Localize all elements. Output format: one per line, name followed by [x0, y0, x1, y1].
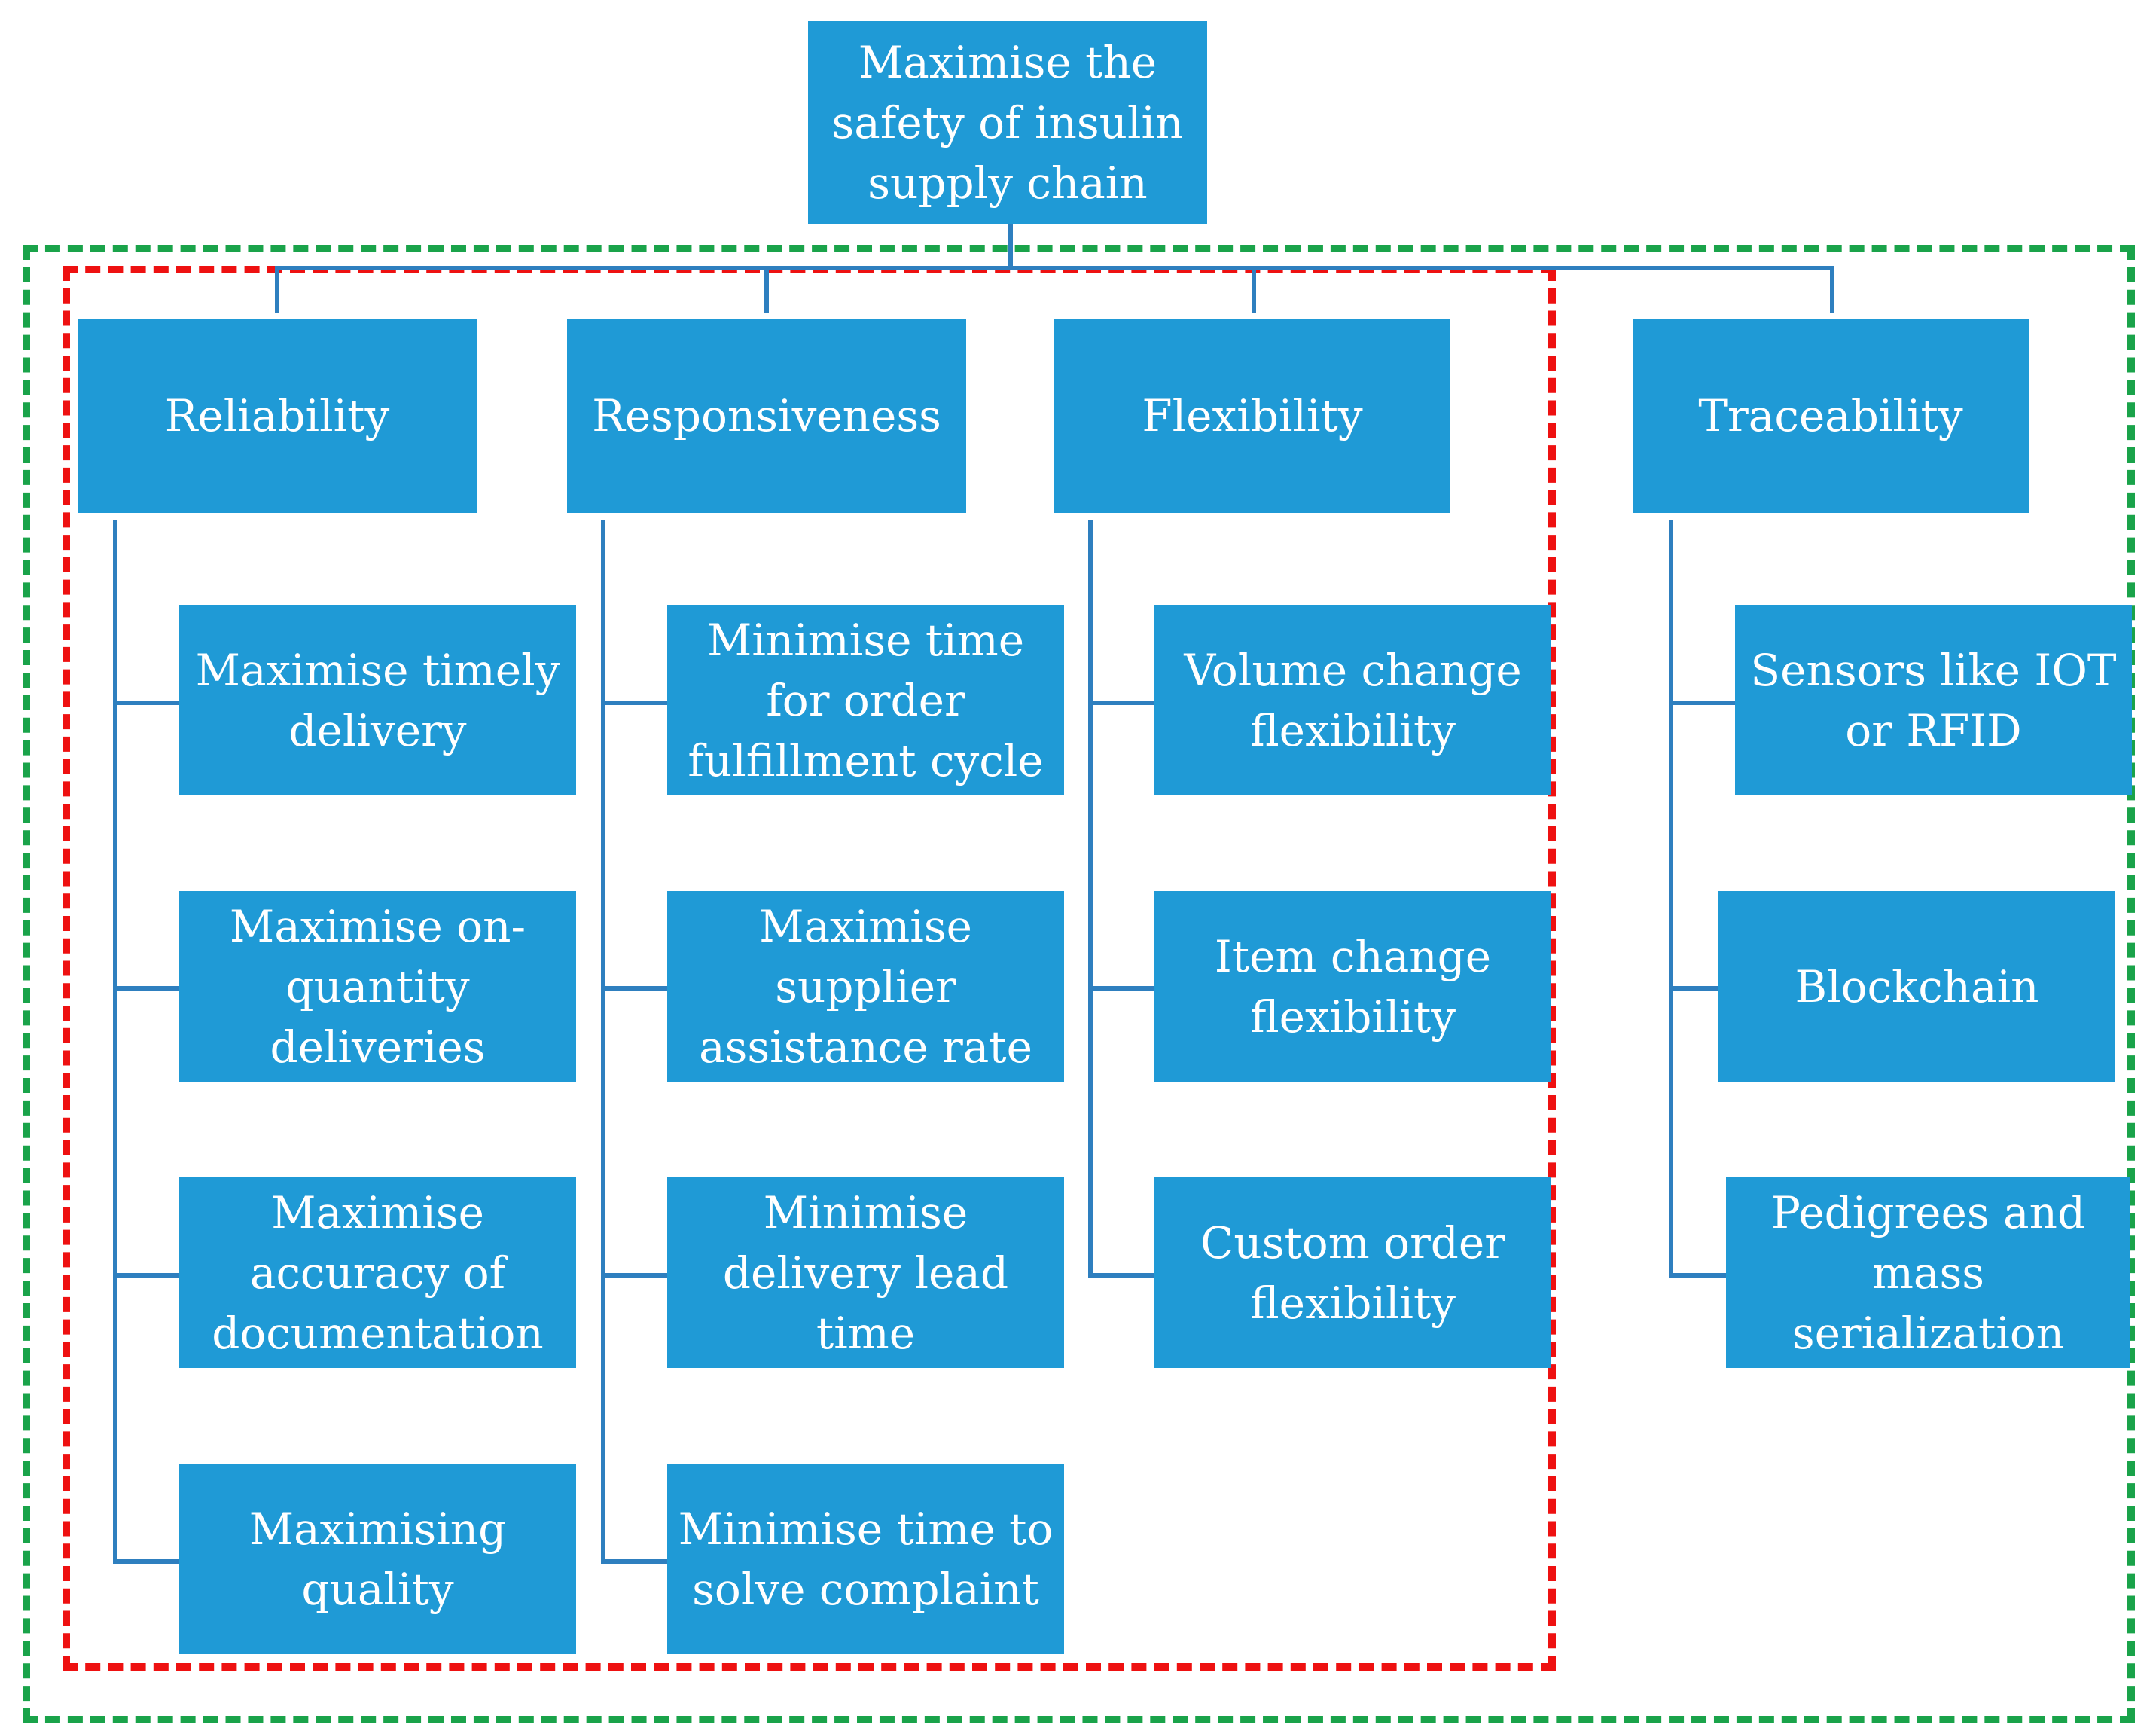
- flexibility-metric-box: Item change flexibility: [1154, 891, 1551, 1082]
- flexibility-branch-tick: [1088, 1273, 1154, 1278]
- responsiveness-metric-label: Minimise delivery lead time: [722, 1186, 1009, 1359]
- responsiveness-metric-box: Maximise supplier assistance rate: [667, 891, 1064, 1082]
- reliability-branch-tick: [113, 701, 179, 705]
- responsiveness-branch-tick: [601, 986, 667, 991]
- green-dashed-group-frame: [23, 245, 2135, 1723]
- traceability-branch-tick: [1669, 986, 1718, 991]
- traceability-branch-tick: [1669, 1273, 1726, 1278]
- category-drop-traceability: [1830, 266, 1834, 313]
- responsiveness-branch-spine: [601, 520, 605, 1564]
- category-reliability-label: Reliability: [164, 390, 390, 441]
- traceability-metric-label: Sensors like IOT or RFID: [1750, 644, 2117, 756]
- flexibility-metric-box: Custom order flexibility: [1154, 1177, 1551, 1368]
- responsiveness-metric-box: Minimise delivery lead time: [667, 1177, 1064, 1368]
- traceability-metric-label: Blockchain: [1795, 960, 2039, 1012]
- category-responsiveness-box: Responsiveness: [567, 319, 966, 513]
- flexibility-metric-label: Custom order flexibility: [1200, 1217, 1505, 1329]
- root-connector-bar: [275, 266, 1834, 270]
- flexibility-metric-label: Item change flexibility: [1214, 930, 1492, 1043]
- flexibility-metric-label: Volume change flexibility: [1184, 644, 1522, 756]
- category-drop-flexibility: [1252, 266, 1256, 313]
- reliability-branch-tick: [113, 1559, 179, 1564]
- responsiveness-metric-box: Minimise time to solve complaint: [667, 1464, 1064, 1654]
- reliability-metric-label: Maximising quality: [249, 1503, 507, 1615]
- reliability-metric-label: Maximise accuracy of documentation: [212, 1186, 544, 1359]
- reliability-metric-box: Maximise on-quantity deliveries: [179, 891, 576, 1082]
- root-goal-box: Maximise the safety of insulin supply ch…: [808, 21, 1207, 224]
- reliability-metric-box: Maximise timely delivery: [179, 605, 576, 795]
- category-flexibility-label: Flexibility: [1142, 390, 1363, 441]
- category-responsiveness-label: Responsiveness: [592, 390, 941, 441]
- responsiveness-branch-tick: [601, 701, 667, 705]
- responsiveness-metric-label: Minimise time to solve complaint: [678, 1503, 1054, 1615]
- reliability-metric-label: Maximise timely delivery: [195, 644, 560, 756]
- category-traceability-box: Traceability: [1633, 319, 2029, 513]
- reliability-branch-tick: [113, 1273, 179, 1278]
- traceability-metric-label: Pedigrees and mass serialization: [1770, 1186, 2086, 1359]
- reliability-metric-box: Maximising quality: [179, 1464, 576, 1654]
- category-drop-responsiveness: [764, 266, 769, 313]
- reliability-branch-tick: [113, 986, 179, 991]
- traceability-metric-box: Sensors like IOT or RFID: [1735, 605, 2132, 795]
- category-traceability-label: Traceability: [1698, 390, 1963, 441]
- reliability-branch-spine: [113, 520, 117, 1564]
- flexibility-branch-tick: [1088, 701, 1154, 705]
- root-goal-label: Maximise the safety of insulin supply ch…: [831, 37, 1184, 209]
- traceability-branch-tick: [1669, 701, 1735, 705]
- responsiveness-branch-tick: [601, 1273, 667, 1278]
- flexibility-branch-tick: [1088, 986, 1154, 991]
- root-connector-stem: [1008, 224, 1013, 270]
- category-drop-reliability: [275, 266, 279, 313]
- responsiveness-metric-box: Minimise time for order fulfillment cycl…: [667, 605, 1064, 795]
- traceability-metric-box: Blockchain: [1718, 891, 2115, 1082]
- flexibility-branch-spine: [1088, 520, 1093, 1278]
- category-reliability-box: Reliability: [78, 319, 477, 513]
- category-flexibility-box: Flexibility: [1054, 319, 1450, 513]
- reliability-metric-label: Maximise on-quantity deliveries: [229, 900, 526, 1073]
- responsiveness-metric-label: Minimise time for order fulfillment cycl…: [688, 614, 1044, 786]
- responsiveness-metric-label: Maximise supplier assistance rate: [699, 900, 1032, 1073]
- traceability-branch-spine: [1669, 520, 1673, 1278]
- traceability-metric-box: Pedigrees and mass serialization: [1726, 1177, 2130, 1368]
- flexibility-metric-box: Volume change flexibility: [1154, 605, 1551, 795]
- responsiveness-branch-tick: [601, 1559, 667, 1564]
- reliability-metric-box: Maximise accuracy of documentation: [179, 1177, 576, 1368]
